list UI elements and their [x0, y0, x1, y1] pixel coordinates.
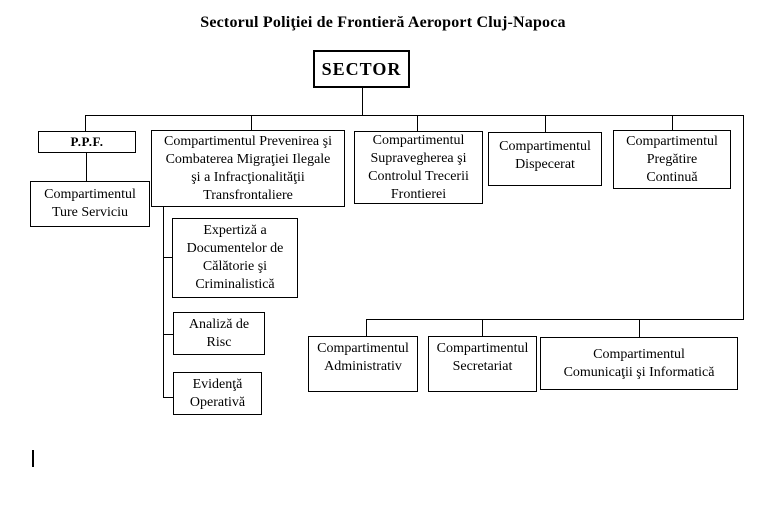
- connector-stub-analiza: [163, 334, 173, 335]
- connector-ppf-ture: [86, 153, 87, 181]
- connector-drop-administrativ: [366, 319, 367, 338]
- org-node-pregatire-continua: Compartimentul Pregătire Continuă: [613, 130, 731, 189]
- org-node-ppf-label: P.P.F.: [70, 134, 104, 149]
- org-node-dispecerat-label: Compartimentul Dispecerat: [499, 139, 591, 172]
- org-node-sector-label: SECTOR: [321, 59, 402, 79]
- org-node-administrativ-label: Compartimentul Administrativ: [317, 341, 409, 374]
- org-node-dispecerat: Compartimentul Dispecerat: [488, 132, 602, 186]
- org-node-comunicatii-label: Compartimentul Comunicaţii şi Informatic…: [563, 346, 715, 380]
- connector-drop-ppf: [85, 115, 86, 131]
- org-node-pregatire-label: Compartimentul Pregătire Continuă: [626, 133, 718, 185]
- org-node-supravegherea-label: Compartimentul Supravegherea şi Controlu…: [368, 132, 469, 202]
- org-node-ppf: P.P.F.: [38, 131, 136, 153]
- org-node-supravegherea-frontiera: Compartimentul Supravegherea şi Controlu…: [354, 131, 483, 204]
- org-node-evidenta-operativa: Evidenţă Operativă: [173, 372, 262, 415]
- org-node-sector: SECTOR: [313, 50, 410, 88]
- connector-drop-pregatire: [672, 115, 673, 130]
- org-node-ture-serviciu-label: Compartimentul Ture Serviciu: [44, 187, 136, 220]
- connector-stub-evidenta: [163, 397, 173, 398]
- org-node-secretariat-label: Compartimentul Secretariat: [436, 341, 529, 374]
- connector-drop-comunicatii: [639, 319, 640, 338]
- org-node-analiza-risc: Analiză de Risc: [173, 312, 265, 355]
- connector-sector-drop: [362, 88, 363, 115]
- connector-drop-secretariat: [482, 319, 483, 338]
- connector-right-vertical: [743, 115, 744, 320]
- org-node-ture-serviciu: Compartimentul Ture Serviciu: [30, 181, 150, 227]
- connector-stub-expertiza: [163, 257, 172, 258]
- org-node-expertiza-label: Expertiză a Documentelor de Călătorie şi…: [186, 223, 284, 292]
- connector-prevenirea-subtree-vertical: [163, 207, 164, 398]
- connector-drop-dispecerat: [545, 115, 546, 132]
- org-node-secretariat: Compartimentul Secretariat: [428, 336, 537, 392]
- connector-bottom-horizontal: [366, 319, 744, 320]
- connector-drop-supravegherea: [417, 115, 418, 131]
- org-node-administrativ: Compartimentul Administrativ: [308, 336, 418, 392]
- org-node-analiza-label: Analiză de Risc: [188, 316, 250, 350]
- org-node-prevenirea-label: Compartimentul Prevenirea şi Combaterea …: [164, 133, 332, 203]
- org-node-expertiza-documente: Expertiză a Documentelor de Călătorie şi…: [172, 218, 298, 298]
- connector-drop-prevenirea: [251, 115, 252, 130]
- org-node-prevenirea-migratie-ilegala: Compartimentul Prevenirea şi Combaterea …: [151, 130, 345, 207]
- connector-main-horizontal: [85, 115, 744, 116]
- page-title: Sectorul Poliţiei de Frontieră Aeroport …: [200, 14, 566, 31]
- org-node-comunicatii-informatica: Compartimentul Comunicaţii şi Informatic…: [540, 337, 738, 390]
- org-node-evidenta-label: Evidenţă Operativă: [189, 376, 246, 410]
- text-cursor-mark: [32, 450, 34, 467]
